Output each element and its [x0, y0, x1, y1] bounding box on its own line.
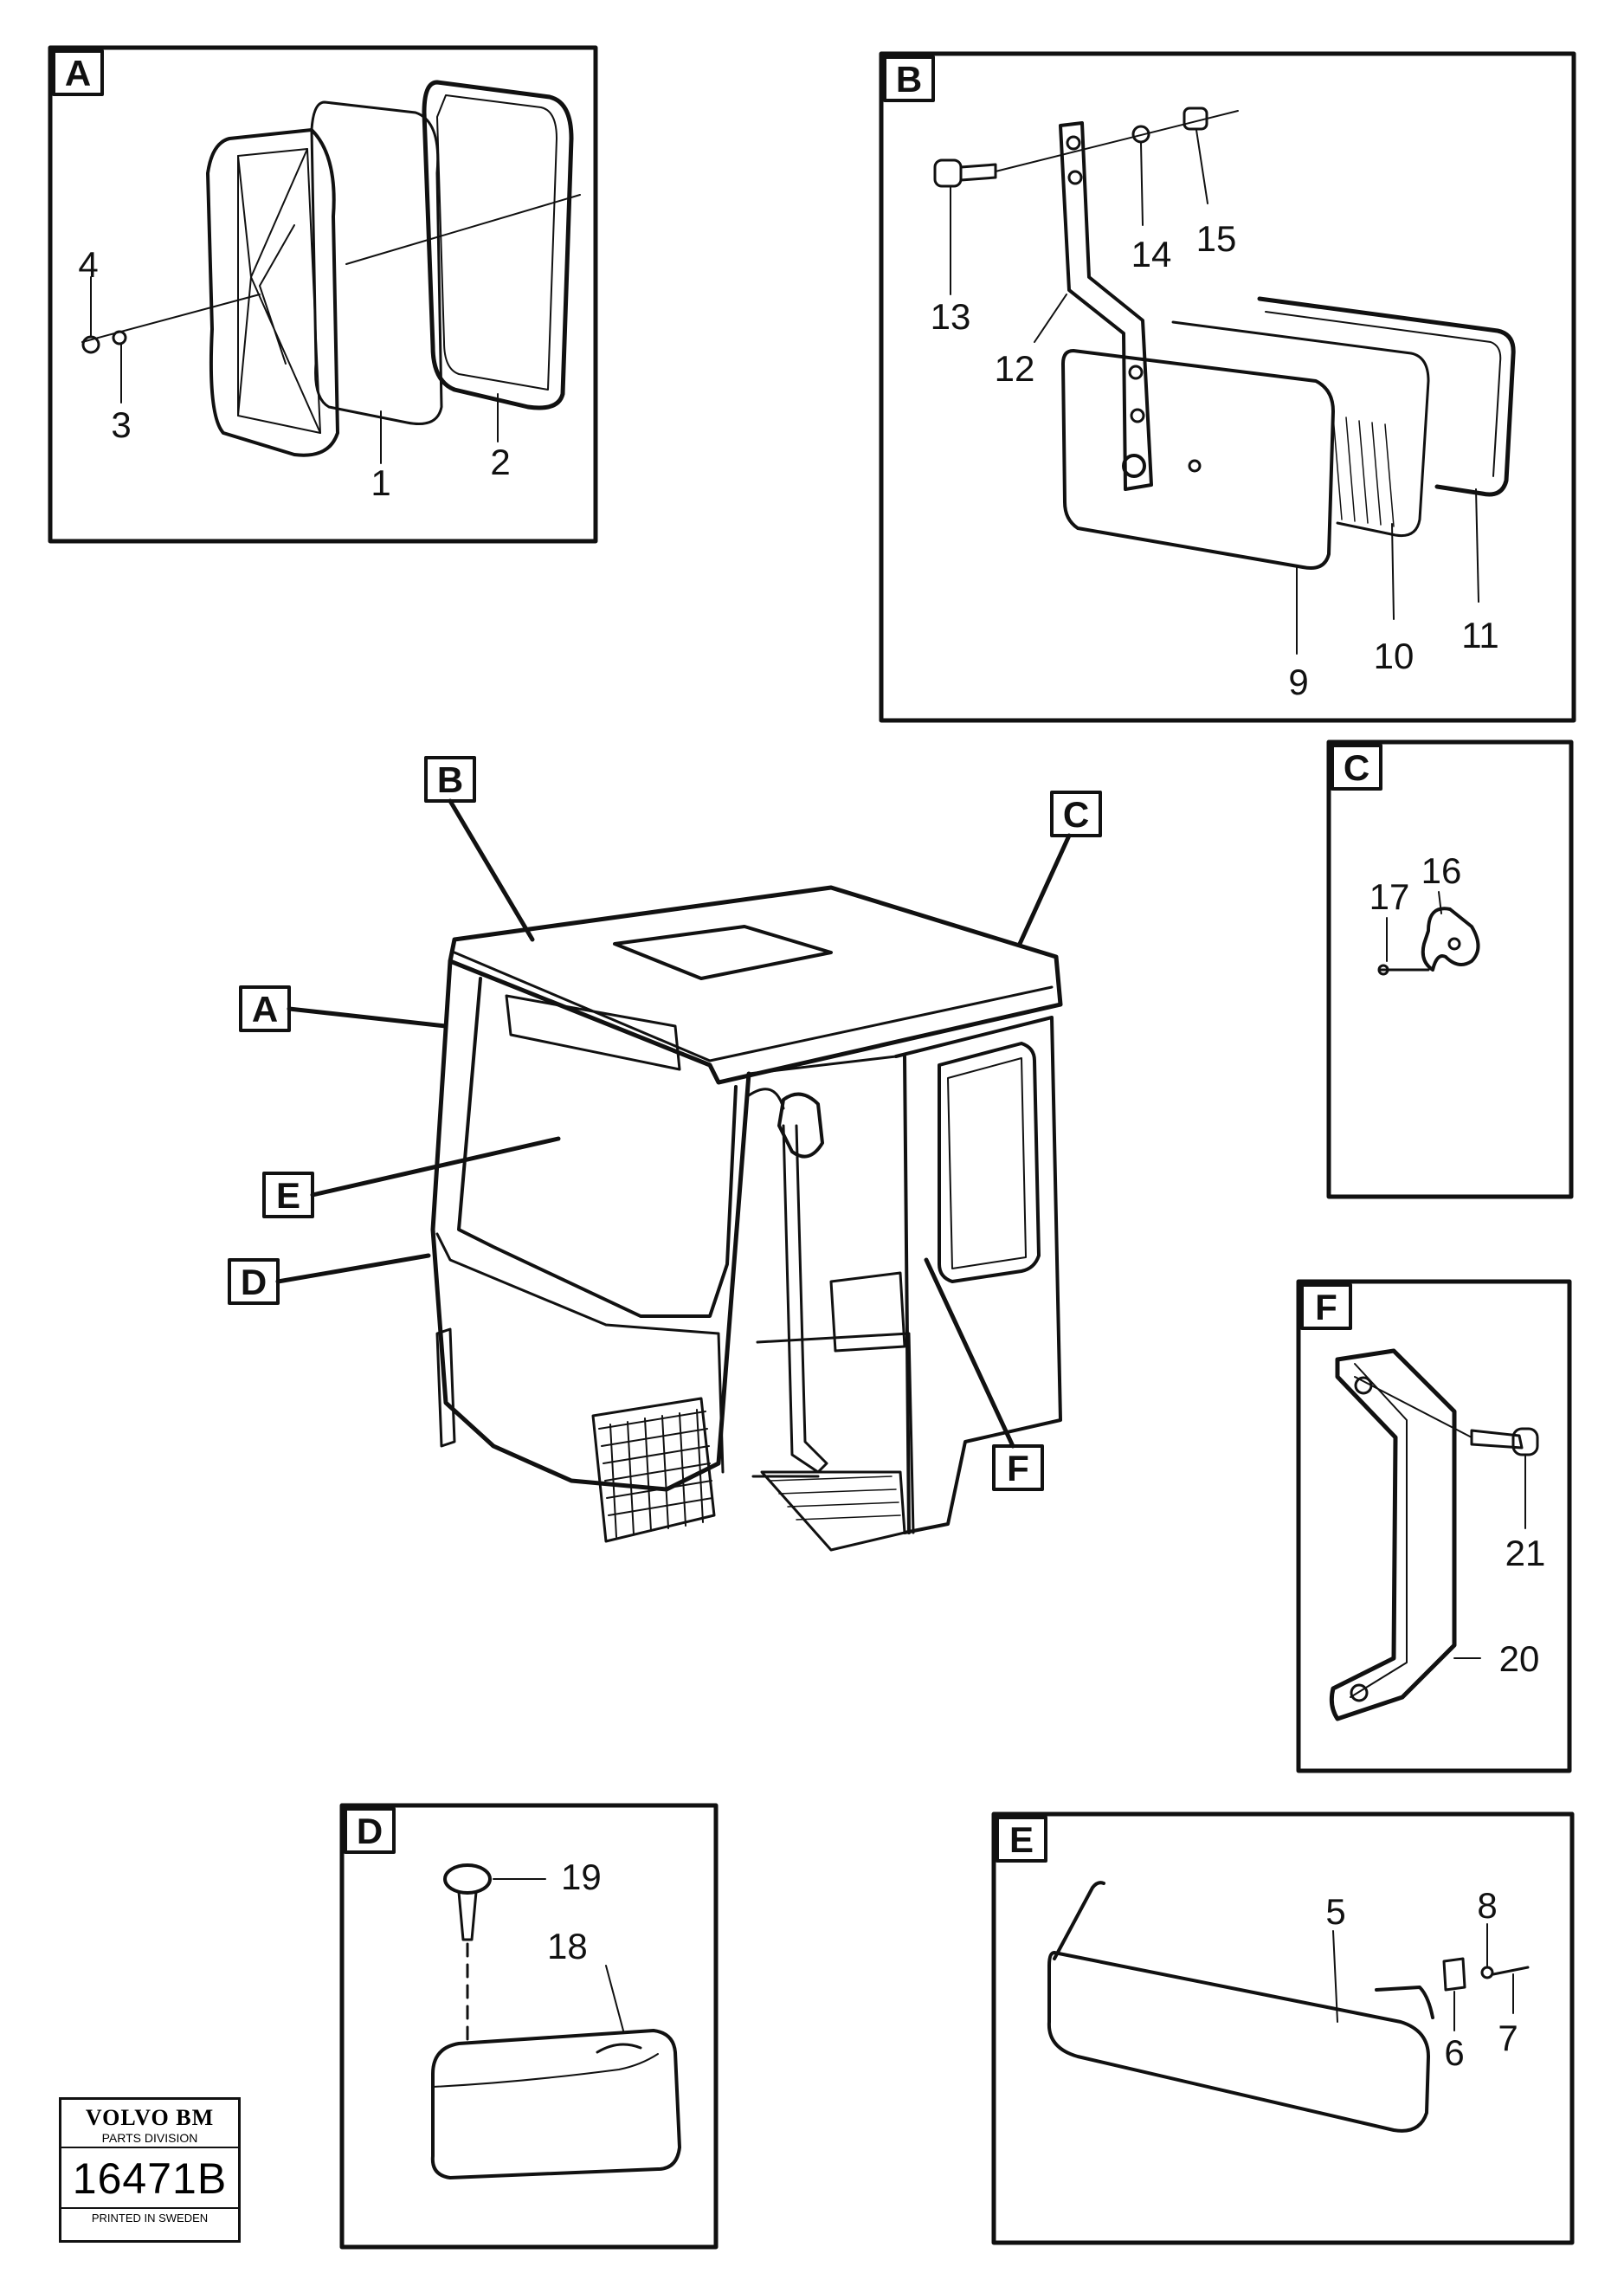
- stamp-code: 16471B: [72, 2154, 228, 2203]
- cab-callout-c: C: [1063, 794, 1089, 835]
- panel-e: E 5 8 6 7: [991, 1811, 1575, 2245]
- panel-f-tag: F: [1315, 1287, 1337, 1327]
- cab-assembly: [430, 885, 1063, 1552]
- storage-box-drawing: [430, 2029, 681, 2179]
- panel-b-tag: B: [896, 59, 922, 100]
- stamp-brand: VOLVO BM: [85, 2105, 215, 2130]
- mirror-b-seal-drawing: [1257, 296, 1516, 497]
- mirror-arm-drawing: [1059, 121, 1153, 491]
- panel-e-tag: E: [1009, 1819, 1034, 1860]
- part-label-20: 20: [1499, 1638, 1540, 1679]
- mirror-b-glass-drawing: [1171, 320, 1430, 538]
- part-label-10: 10: [1374, 636, 1415, 676]
- part-label-6: 6: [1444, 2032, 1464, 2073]
- part-label-7: 7: [1498, 2018, 1518, 2058]
- cab-callout-f: F: [1007, 1448, 1029, 1488]
- panel-a-tag: A: [65, 53, 91, 94]
- part-label-14: 14: [1131, 234, 1172, 274]
- cab-callout-d: D: [241, 1262, 267, 1302]
- visor-bracket-drawing: [1442, 1957, 1530, 1992]
- volvo-bm-stamp: VOLVO BM PARTS DIVISION 16471B PRINTED I…: [59, 2097, 241, 2243]
- part-label-11: 11: [1461, 615, 1499, 655]
- stamp-division: PARTS DIVISION: [61, 2131, 238, 2148]
- panel-d: D 19 18: [339, 1803, 719, 2250]
- part-label-3: 3: [111, 404, 131, 445]
- mirror-housing-drawing: [206, 128, 339, 457]
- cab-callouts: B C A E D F: [228, 756, 1102, 1491]
- mirror-b-plate-drawing: [1061, 349, 1335, 570]
- panel-c: C 17 16: [1326, 739, 1574, 1199]
- part-label-18: 18: [547, 1926, 588, 1966]
- part-label-16: 16: [1421, 850, 1462, 891]
- part-label-19: 19: [561, 1856, 602, 1897]
- part-label-13: 13: [931, 296, 971, 337]
- mirror-seal-drawing: [422, 80, 574, 410]
- part-label-9: 9: [1288, 662, 1308, 702]
- part-label-17: 17: [1369, 876, 1410, 917]
- panel-c-tag: C: [1344, 747, 1369, 788]
- grab-handle-drawing: [1329, 1348, 1539, 1721]
- part-label-2: 2: [490, 442, 510, 482]
- mirror-glass-drawing: [310, 100, 443, 425]
- part-label-1: 1: [371, 462, 390, 503]
- panel-d-tag: D: [357, 1811, 383, 1851]
- part-label-5: 5: [1325, 1891, 1345, 1932]
- panel-f: F 21 20: [1296, 1279, 1572, 1773]
- cab-callout-e: E: [276, 1175, 300, 1216]
- part-label-12: 12: [995, 348, 1035, 389]
- cab-callout-a: A: [252, 989, 278, 1030]
- part-label-4: 4: [78, 244, 98, 285]
- panel-a: A 4 3 1 2: [48, 45, 598, 544]
- panel-b: B: [879, 51, 1576, 723]
- part-label-8: 8: [1477, 1885, 1497, 1926]
- sun-visor-drawing: [1047, 1881, 1434, 2133]
- coat-hook-drawing: [1377, 907, 1480, 976]
- bolt-13-drawing: [933, 158, 997, 188]
- cab-callout-b: B: [437, 759, 463, 800]
- stamp-printed: PRINTED IN SWEDEN: [61, 2207, 238, 2225]
- part-label-15: 15: [1196, 218, 1237, 259]
- part-label-21: 21: [1505, 1533, 1546, 1573]
- screw-19-drawing: [443, 1863, 492, 1941]
